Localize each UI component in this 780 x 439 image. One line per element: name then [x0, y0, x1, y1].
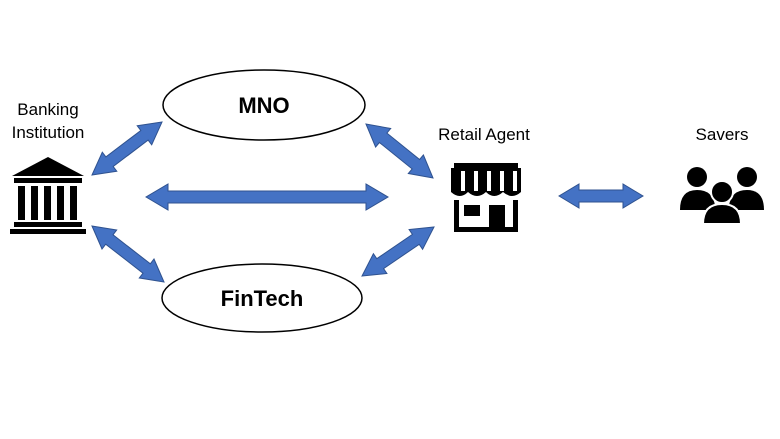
arrow-bank-fintech: [91, 225, 165, 283]
bank-label-line2: Institution: [12, 123, 85, 142]
arrow-bank-retail: [145, 183, 389, 211]
retail-agent-label: Retail Agent: [438, 125, 530, 144]
arrow-mno-retail: [365, 123, 434, 179]
people-group-icon: [680, 167, 764, 225]
fintech-label: FinTech: [221, 286, 304, 311]
bank-building-icon: [10, 157, 86, 234]
savers-label: Savers: [696, 125, 749, 144]
storefront-icon: [451, 163, 521, 232]
mno-node: MNO: [162, 69, 366, 141]
mno-label: MNO: [238, 93, 289, 118]
arrow-bank-mno: [91, 121, 163, 176]
arrow-fintech-retail: [361, 226, 435, 277]
connector-arrows: [91, 121, 644, 283]
bank-label-line1: Banking: [17, 100, 78, 119]
fintech-node: FinTech: [161, 263, 363, 333]
arrow-retail-savers: [558, 183, 644, 209]
